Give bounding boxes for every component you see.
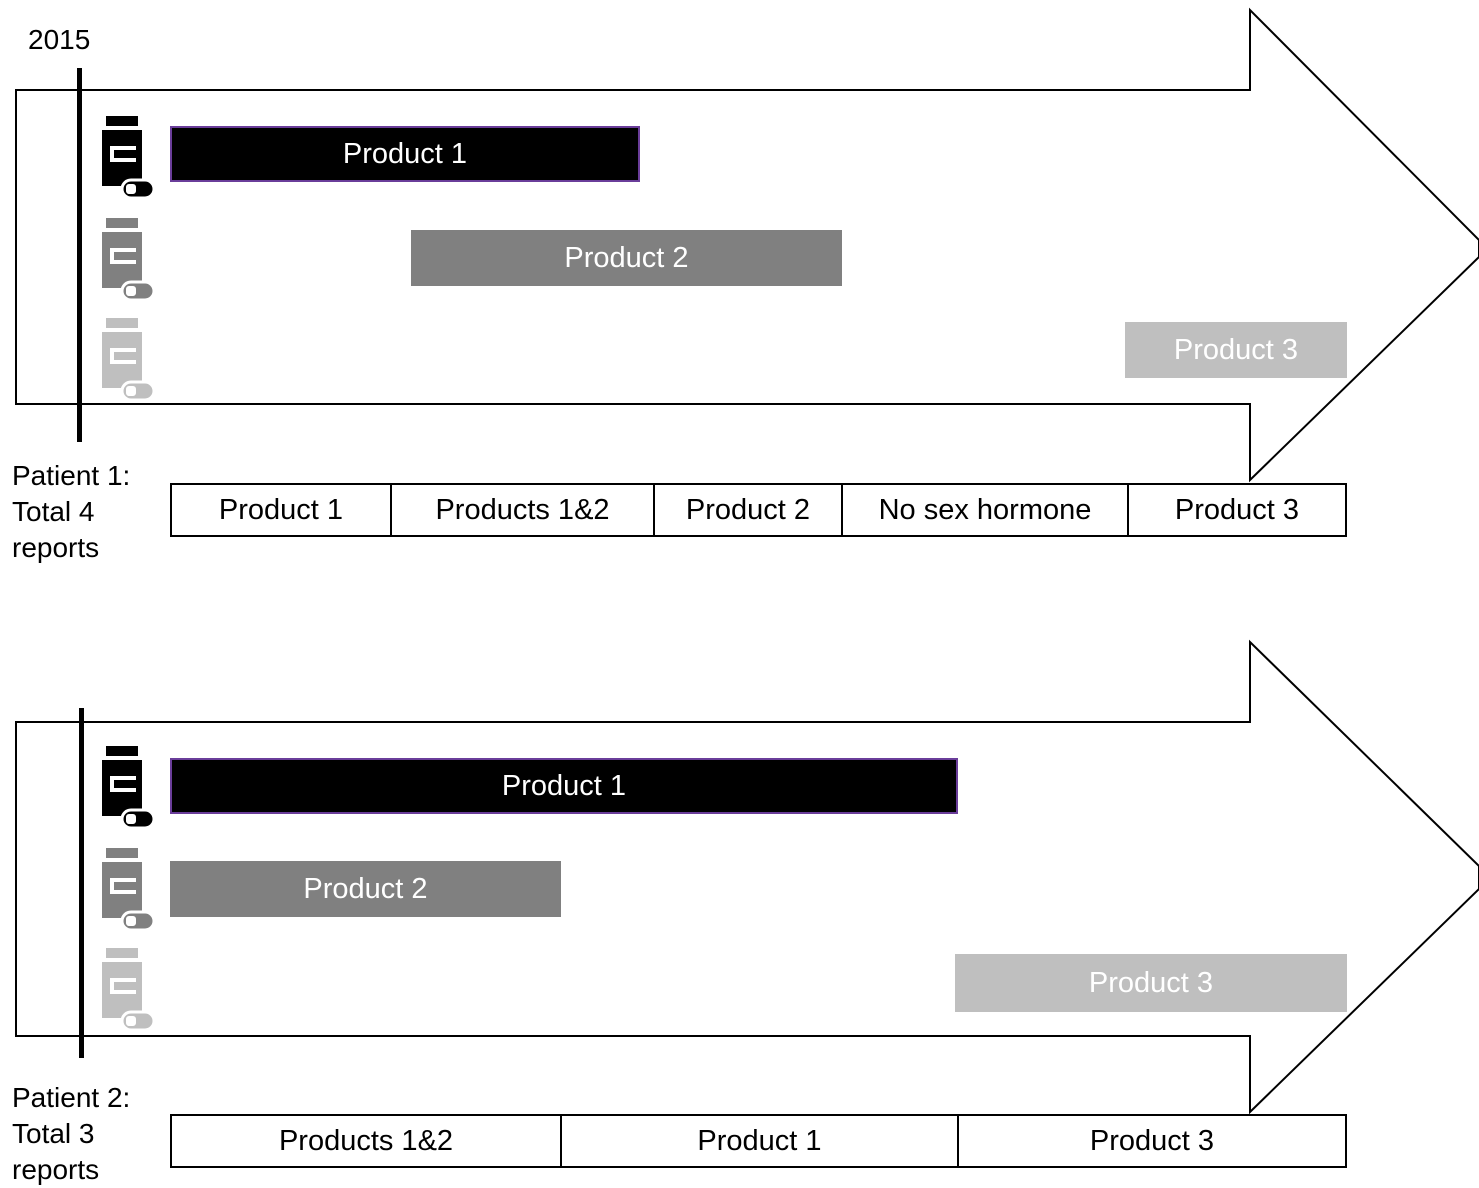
patient2-product1-bar: Product 1 <box>170 758 958 814</box>
patient1-label-line1: Patient 1: <box>12 460 131 491</box>
patient2-product3-bar: Product 3 <box>955 954 1347 1012</box>
patient1-label-line2: Total 4 <box>12 496 95 527</box>
patient1-segment: Products 1&2 <box>392 485 655 535</box>
patient2-label-line3: reports <box>12 1154 100 1185</box>
patient1-start-line <box>77 68 82 442</box>
patient1-report-segments: Product 1 Products 1&2 Product 2 No sex … <box>170 483 1347 537</box>
patient1-segment: Product 1 <box>172 485 392 535</box>
patient2-label: Patient 2: Total 3 reports <box>12 1080 130 1188</box>
patient1-label: Patient 1: Total 4 reports <box>12 458 130 566</box>
patient2-segment: Product 3 <box>1089 1124 1215 1157</box>
patient1-product1-bar: Product 1 <box>170 126 640 182</box>
patient1-product3-bar: Product 3 <box>1125 322 1347 378</box>
patient2-start-line <box>79 708 84 1058</box>
patient1-segment: Product 3 <box>1174 493 1300 526</box>
patient2-report-segments: Products 1&2 Product 1 Product 3 <box>170 1114 1347 1168</box>
medicine-bottle-icon <box>102 948 156 1032</box>
medicine-bottle-icon <box>102 318 156 402</box>
year-label: 2015 <box>28 24 91 55</box>
patient1-segment: Product 2 <box>655 485 843 535</box>
patient1-segment: No sex hormone <box>843 485 1129 535</box>
medicine-bottle-icon <box>102 116 156 200</box>
patient2-segment: Products 1&2 <box>172 1116 562 1166</box>
patient1-timeline-arrow <box>15 7 1479 483</box>
patient2-product2-bar: Product 2 <box>170 861 561 917</box>
patient2-label-line2: Total 3 <box>12 1118 95 1149</box>
patient2-label-line1: Patient 2: <box>12 1082 131 1113</box>
patient2-segment: Product 1 <box>562 1116 959 1166</box>
medicine-bottle-icon <box>102 746 156 830</box>
patient1-product2-bar: Product 2 <box>411 230 842 286</box>
medicine-bottle-icon <box>102 218 156 302</box>
medicine-bottle-icon <box>102 848 156 932</box>
patient1-label-line3: reports <box>12 532 100 563</box>
patient2-timeline-arrow <box>15 639 1479 1115</box>
